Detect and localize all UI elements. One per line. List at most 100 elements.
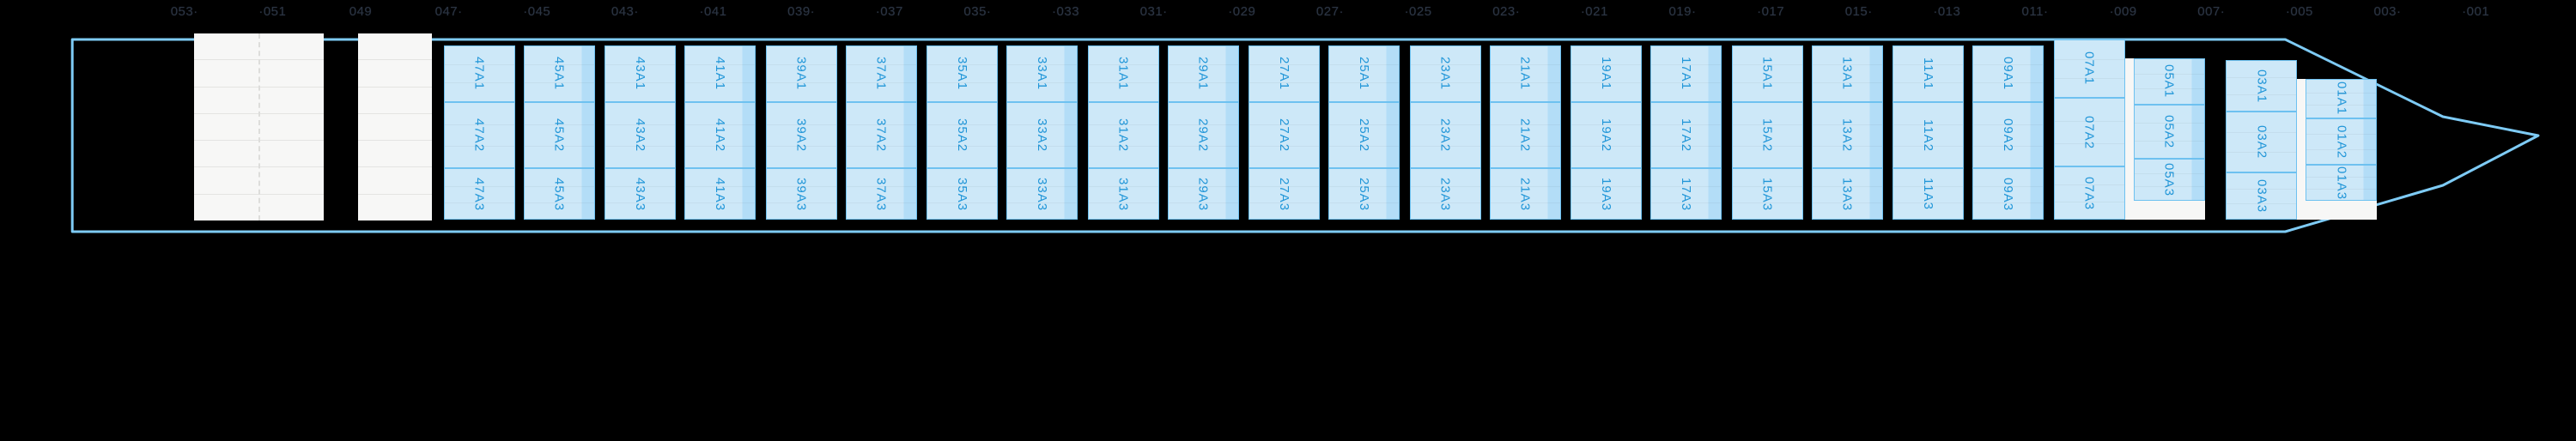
container-slot[interactable]: 13A1 [1811, 45, 1883, 102]
container-slot[interactable]: 17A2 [1650, 101, 1722, 169]
container-slot[interactable]: 39A2 [765, 101, 837, 169]
container-slot-label: 23A2 [1437, 118, 1453, 153]
container-slot[interactable]: 21A2 [1489, 101, 1561, 169]
empty-slot-row[interactable] [358, 88, 433, 114]
container-slot[interactable]: 21A1 [1489, 45, 1561, 102]
container-slot[interactable]: 09A2 [1972, 101, 2044, 169]
container-slot[interactable]: 15A2 [1731, 101, 1803, 169]
empty-slot-row[interactable] [358, 167, 433, 195]
container-slot[interactable]: 01A2 [2306, 118, 2378, 166]
empty-slot-row[interactable] [358, 195, 432, 220]
container-slot[interactable]: 29A1 [1167, 45, 1239, 102]
container-slot[interactable]: 45A1 [523, 45, 595, 102]
container-slot[interactable]: 29A3 [1167, 168, 1239, 220]
container-slot[interactable]: 11A3 [1893, 168, 1965, 220]
container-slot-label: 01A1 [2334, 82, 2349, 116]
container-slot[interactable]: 25A1 [1328, 45, 1400, 102]
empty-slot-row[interactable] [358, 33, 433, 61]
container-slot[interactable]: 45A3 [523, 168, 595, 220]
empty-slot-row[interactable] [358, 60, 433, 88]
container-slot[interactable]: 15A1 [1731, 45, 1803, 102]
container-slot[interactable]: 41A3 [684, 168, 756, 220]
container-slot[interactable]: 31A3 [1087, 168, 1159, 220]
container-slot[interactable]: 29A2 [1167, 101, 1239, 169]
container-slot[interactable]: 19A1 [1571, 45, 1643, 102]
container-slot[interactable]: 47A2 [443, 101, 515, 169]
container-slot[interactable]: 11A2 [1893, 101, 1965, 169]
container-slot[interactable]: 07A2 [2053, 97, 2125, 167]
container-slot[interactable]: 13A3 [1811, 168, 1883, 220]
bay-label: ·001 [2462, 4, 2490, 19]
container-slot[interactable]: 25A2 [1328, 101, 1400, 169]
container-slot[interactable]: 05A1 [2133, 58, 2205, 105]
container-slot[interactable]: 37A1 [845, 45, 917, 102]
container-slot[interactable]: 37A3 [845, 168, 917, 220]
container-slot[interactable]: 07A3 [2053, 166, 2125, 220]
container-slot[interactable]: 27A1 [1249, 45, 1321, 102]
container-slot[interactable]: 01A3 [2306, 165, 2378, 201]
container-slot[interactable]: 35A1 [927, 45, 999, 102]
container-slot[interactable]: 47A3 [443, 168, 515, 220]
container-slot[interactable]: 25A3 [1328, 168, 1400, 220]
container-slot[interactable]: 05A3 [2133, 159, 2205, 201]
container-slot[interactable]: 41A1 [684, 45, 756, 102]
container-slot[interactable]: 31A2 [1087, 101, 1159, 169]
container-slot[interactable]: 17A1 [1650, 45, 1722, 102]
container-slot[interactable]: 35A2 [927, 101, 999, 169]
bay-label: 043· [611, 4, 639, 19]
container-slot[interactable]: 01A1 [2306, 79, 2378, 118]
container-slot[interactable]: 33A3 [1006, 168, 1078, 220]
container-slot[interactable]: 27A3 [1249, 168, 1321, 220]
container-slot[interactable]: 23A2 [1409, 101, 1481, 169]
container-slot[interactable]: 17A3 [1650, 168, 1722, 220]
container-slot[interactable]: 43A2 [605, 101, 677, 169]
container-slot[interactable]: 19A2 [1571, 101, 1643, 169]
container-slot[interactable]: 19A3 [1571, 168, 1643, 220]
container-slot[interactable]: 45A2 [523, 101, 595, 169]
container-slot[interactable]: 41A2 [684, 101, 756, 169]
container-slot[interactable]: 23A1 [1409, 45, 1481, 102]
container-slot-label: 29A1 [1195, 57, 1211, 91]
container-slot[interactable]: 09A1 [1972, 45, 2044, 102]
container-slot[interactable]: 39A3 [765, 168, 837, 220]
empty-slot-row[interactable] [193, 141, 324, 168]
empty-slot-row[interactable] [193, 60, 324, 88]
container-slot[interactable]: 15A3 [1731, 168, 1803, 220]
bay-label: 039· [787, 4, 816, 19]
container-slot[interactable]: 43A3 [605, 168, 677, 220]
container-slot[interactable]: 37A2 [845, 101, 917, 169]
container-slot[interactable]: 39A1 [765, 45, 837, 102]
container-slot[interactable]: 03A2 [2226, 112, 2298, 173]
container-slot-label: 19A2 [1599, 118, 1614, 153]
empty-slot-row[interactable] [193, 33, 324, 61]
container-slot[interactable]: 05A2 [2133, 104, 2205, 160]
container-slot[interactable]: 27A2 [1249, 101, 1321, 169]
empty-slot-row[interactable] [193, 88, 324, 114]
container-slot[interactable]: 31A1 [1087, 45, 1159, 102]
container-slot[interactable]: 07A1 [2053, 39, 2125, 98]
container-slot[interactable]: 33A1 [1006, 45, 1078, 102]
container-slot[interactable]: 09A3 [1972, 168, 2044, 220]
container-slot[interactable]: 13A2 [1811, 101, 1883, 169]
container-slot[interactable]: 23A3 [1409, 168, 1481, 220]
bay-label: 031· [1139, 4, 1168, 19]
empty-slot-row[interactable] [358, 114, 433, 142]
empty-slot-row[interactable] [193, 167, 324, 195]
empty-slot-row[interactable] [193, 114, 324, 142]
empty-slot-block-1[interactable] [193, 33, 324, 220]
empty-slot-block-2[interactable] [358, 33, 433, 220]
container-slot[interactable]: 03A3 [2226, 172, 2298, 220]
container-slot[interactable]: 33A2 [1006, 101, 1078, 169]
container-slot[interactable]: 35A3 [927, 168, 999, 220]
container-slot[interactable]: 11A1 [1893, 45, 1965, 102]
container-slot[interactable]: 03A1 [2226, 60, 2298, 112]
container-slot[interactable]: 47A1 [443, 45, 515, 102]
container-slot[interactable]: 21A3 [1489, 168, 1561, 220]
container-slot-label: 15A2 [1759, 118, 1775, 153]
container-slot[interactable]: 43A1 [605, 45, 677, 102]
empty-slot-row[interactable] [358, 141, 433, 168]
empty-slot-row[interactable] [194, 195, 324, 220]
